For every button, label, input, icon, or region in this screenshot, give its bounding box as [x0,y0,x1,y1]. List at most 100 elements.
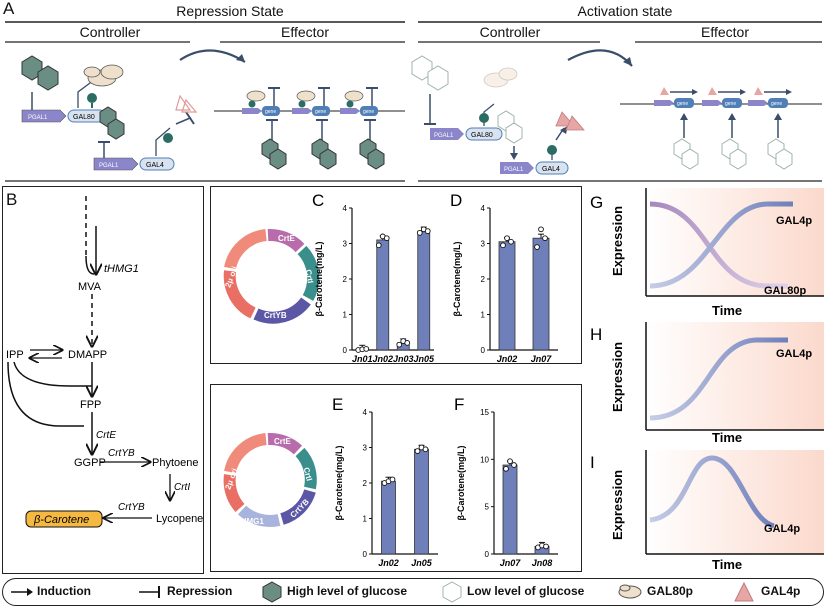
legend-gal4p: GAL4p [761,584,801,598]
y-tick-label: 0 [481,346,486,355]
gal80p-legend-icon [618,584,642,599]
i-ylabel: Expression [610,470,625,540]
plasmid2-crti: CrtI [302,466,314,482]
data-point [543,543,549,550]
i-label-gal4p: GAL4p [764,523,800,535]
g-xlabel: Time [712,303,742,318]
svg-text:GAL4: GAL4 [146,162,164,169]
plasmid1-crte: CrtE [278,234,296,243]
gal80p-icon [83,64,124,87]
data-point [375,242,382,249]
data-point [504,235,510,242]
x-tick-label: Jn02 [372,354,393,362]
data-point [508,238,514,245]
enzyme-crte: CrtE [96,430,116,441]
enzyme-crti: CrtI [174,482,190,493]
y-tick-label: 3 [343,240,348,249]
legend-induction: Induction [37,584,91,598]
high-glucose-hexagons [21,55,59,91]
legend-low-glucose: Low level of glucose [467,584,585,598]
enzyme-crtyb-2: CrtYB [118,502,145,513]
node-beta-carotene: β-Carotene [33,514,89,526]
legend-high-glucose: High level of glucose [287,584,408,598]
svg-text:gene: gene [771,101,782,107]
svg-text:PGAL1: PGAL1 [99,163,119,169]
y-tick-label: 5 [485,503,490,512]
x-tick-label: Jn02 [378,558,399,566]
plasmid-1: CrtE CrtI CrtYB 2μ ori [223,228,320,324]
expression-curves: G GAL4p GAL80p Expression Time H GAL4p E… [590,188,824,572]
plasmid1-crti: CrtI [304,269,315,284]
x-tick-label: Jn07 [500,558,522,566]
panel-letter-b: B [6,190,18,209]
data-point [414,448,421,454]
y-tick-label: 2 [481,275,486,284]
x-tick-label: Jn05 [411,558,433,566]
y-tick-label: 2 [363,479,368,488]
y-axis-label: β-Carotene(mg/L) [452,242,462,317]
y-tick-label: 3 [481,240,486,249]
svg-text:gene: gene [725,101,736,107]
enzyme-thmg1: tHMG1 [104,263,139,275]
y-axis-label: β-Carotene(mg/L) [314,242,324,317]
low-glucose-hexagons [411,55,449,91]
bar [498,241,516,351]
panel-letter-a: A [3,0,15,18]
g-ylabel: Expression [610,206,625,276]
legend-gal80p: GAL80p [647,584,694,598]
panel-letter-e: E [332,395,343,414]
data-point [396,341,403,348]
i-xlabel: Time [712,557,742,572]
y-tick-label: 2 [343,275,348,284]
x-tick-label: Jn02 [497,354,518,362]
svg-text:GAL80: GAL80 [471,132,493,139]
panel-letter-h: H [590,325,602,344]
y-tick-label: 15 [480,408,489,417]
plasmid1-ori: 2μ ori [223,265,239,289]
repression-state-title: Repression State [176,3,284,19]
h-label-gal4p: GAL4p [776,348,812,360]
data-point [534,244,540,250]
svg-text:GAL4: GAL4 [542,166,560,173]
x-tick-label: Jn08 [532,558,553,566]
panel-b-box [2,186,204,574]
data-point [511,462,517,468]
node-fpp: FPP [80,399,101,411]
controller-label-left: Controller [79,24,141,40]
y-axis-label: β-Carotene(mg/L) [334,446,344,521]
repression-bar-icon [139,586,160,598]
bar [376,239,390,351]
y-tick-label: 0 [363,550,368,559]
plasmid1-crtyb: CrtYB [264,311,287,320]
y-tick-label: 1 [343,311,348,320]
high-glucose-hexagon-icon [262,581,282,603]
low-glucose-hexagon-icon [442,581,462,603]
plasmid-2: CrtE CrtI CrtYB tHMG1 2μ ori [223,432,317,527]
y-tick-label: 4 [363,408,368,417]
panel-letter-f: F [454,395,464,414]
y-tick-label: 10 [480,455,489,464]
y-tick-label: 3 [363,444,368,453]
node-ggpp: GGPP [74,457,106,469]
panel-letter-i: I [590,453,595,472]
svg-text:gene: gene [265,109,276,115]
x-tick-label: Jn05 [413,354,435,362]
x-tick-label: Jn03 [393,354,414,362]
h-ylabel: Expression [610,342,625,412]
panel-cd-box [210,186,582,364]
node-mva: MVA [78,281,102,293]
svg-text:gene: gene [363,109,374,115]
y-axis-label: β-Carotene(mg/L) [456,446,466,521]
plasmid2-thmg1: tHMG1 [238,517,264,526]
data-point [538,226,544,233]
y-tick-label: 4 [481,204,486,213]
panel-letter-d: D [450,191,462,210]
controller-label-right: Controller [479,24,541,40]
bar [502,464,518,555]
panel-letter-c: C [312,191,324,210]
panel-ef-box [210,384,582,572]
data-point [500,242,506,249]
data-point [424,228,431,234]
g-label-gal80p: GAL80p [764,285,806,297]
